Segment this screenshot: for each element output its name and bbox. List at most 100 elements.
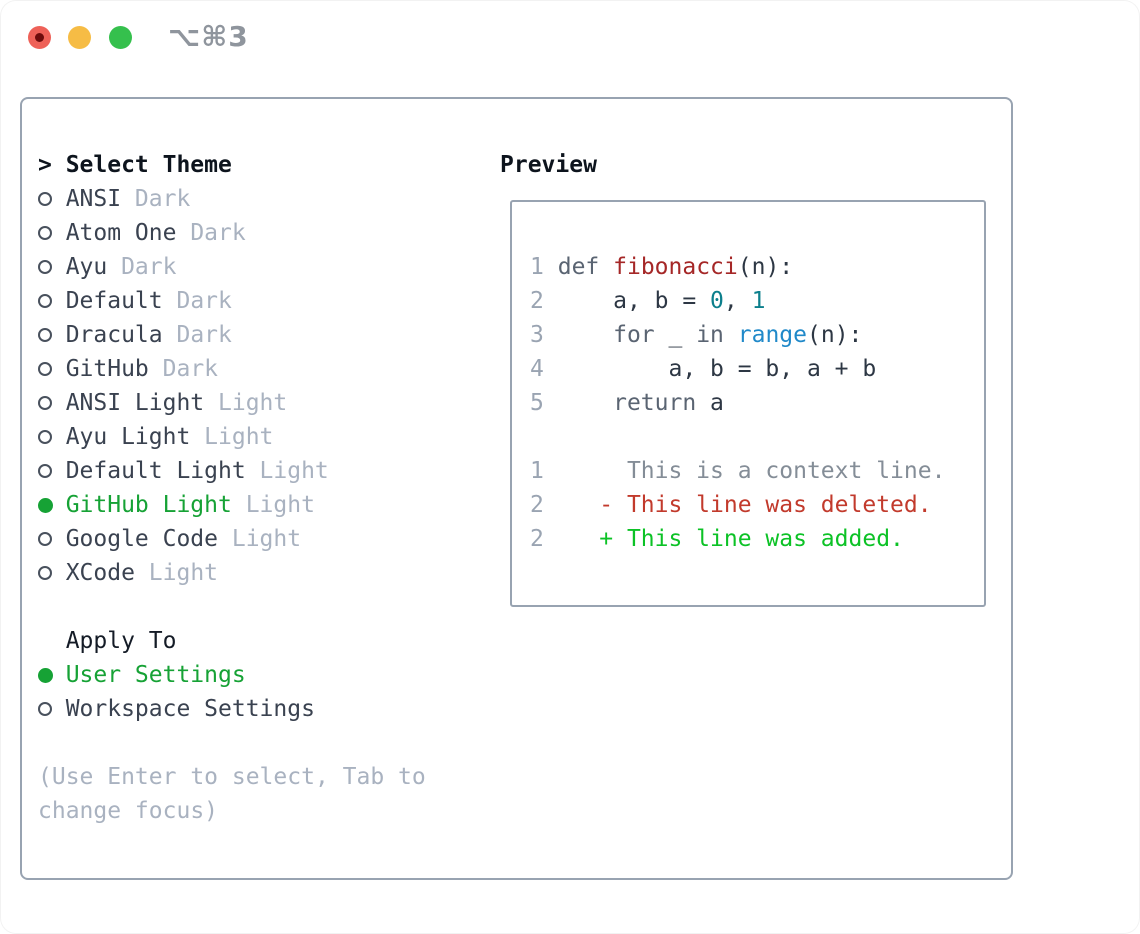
- apply-option-user-settings[interactable]: User Settings: [38, 658, 493, 692]
- radio-marker: [38, 318, 66, 352]
- theme-name: Ayu: [65, 254, 108, 280]
- radio-marker: [38, 182, 66, 216]
- spacer-row: [38, 726, 493, 760]
- theme-name: Google Code: [65, 526, 219, 552]
- line-number: 5: [530, 390, 544, 416]
- line-number: 4: [530, 356, 544, 382]
- apply-option-label: User Settings: [65, 662, 246, 688]
- radio-marker: [38, 386, 66, 420]
- radio-selected-icon: [38, 667, 53, 683]
- radio-marker: [38, 488, 66, 522]
- radio-icon: [38, 328, 52, 342]
- code-segment: [599, 254, 613, 280]
- code-segment: [544, 322, 613, 348]
- radio-icon: [38, 566, 52, 580]
- radio-marker: [38, 454, 66, 488]
- line-number: 2: [530, 492, 544, 518]
- theme-variant-tag: Light: [259, 458, 329, 484]
- theme-variant-tag: Dark: [176, 288, 232, 314]
- radio-icon: [38, 464, 52, 478]
- close-button[interactable]: [28, 26, 51, 49]
- hint-text: (Use Enter to select, Tab to: [38, 764, 426, 790]
- select-theme-header: >Select Theme: [38, 148, 493, 182]
- line-number: 2: [530, 526, 544, 552]
- theme-name: XCode: [65, 560, 135, 586]
- radio-marker: [38, 692, 66, 726]
- line-number: 1: [530, 254, 544, 280]
- prompt-icon: >: [38, 152, 52, 178]
- theme-variant-tag: Light: [245, 492, 315, 518]
- theme-name: Atom One: [65, 220, 177, 246]
- radio-icon: [38, 260, 52, 274]
- radio-icon: [38, 294, 52, 308]
- radio-selected-icon: [38, 497, 53, 513]
- radio-marker: [38, 250, 66, 284]
- code-line: [530, 420, 984, 454]
- code-segment: a: [696, 390, 724, 416]
- code-line: 5 return a: [530, 386, 984, 420]
- code-segment: 1: [751, 288, 766, 314]
- code-segment: a, b = b, a + b: [543, 356, 877, 382]
- radio-icon: [38, 192, 52, 206]
- code-segment: _: [654, 322, 697, 348]
- empty-marker: [38, 624, 66, 658]
- radio-icon: [38, 226, 52, 240]
- code-segment: for: [613, 322, 655, 348]
- hint-text: change focus): [38, 798, 219, 824]
- code-segment: [724, 322, 738, 348]
- theme-option-github-light[interactable]: GitHub Light Light: [38, 488, 493, 522]
- code-line: 2 a, b = 0, 1: [530, 284, 984, 318]
- theme-variant-tag: Dark: [190, 220, 246, 246]
- code-segment: + This line was added.: [543, 526, 904, 552]
- theme-option-ayu[interactable]: Ayu Dark: [38, 250, 493, 284]
- code-segment: fibonacci: [613, 254, 738, 280]
- theme-name: ANSI Light: [65, 390, 205, 416]
- code-segment: This is a context line.: [543, 458, 946, 484]
- code-line: 1 def fibonacci(n):: [530, 250, 984, 284]
- code-segment: def: [557, 254, 600, 280]
- code-segment: ,: [723, 288, 752, 314]
- theme-name: Dracula: [65, 322, 163, 348]
- code-segment: in: [696, 322, 724, 348]
- code-line: 3 for _ in range(n):: [530, 318, 984, 352]
- apply-option-workspace-settings[interactable]: Workspace Settings: [38, 692, 493, 726]
- code-line: 2 + This line was added.: [530, 522, 984, 556]
- theme-option-xcode[interactable]: XCode Light: [38, 556, 493, 590]
- code-segment: - This line was deleted.: [543, 492, 932, 518]
- theme-name: Default: [65, 288, 163, 314]
- theme-option-atom-one[interactable]: Atom One Dark: [38, 216, 493, 250]
- zoom-button[interactable]: [109, 26, 132, 49]
- window-title: ⌥⌘3: [168, 20, 249, 53]
- radio-icon: [38, 532, 52, 546]
- code-segment: [544, 390, 613, 416]
- radio-icon: [38, 362, 52, 376]
- code-segment: return: [613, 390, 697, 416]
- theme-variant-tag: Light: [231, 526, 302, 552]
- minimize-button[interactable]: [68, 26, 91, 49]
- theme-variant-tag: Light: [148, 560, 219, 586]
- radio-marker: [38, 522, 66, 556]
- theme-variant-tag: Dark: [134, 186, 191, 212]
- radio-marker: [38, 658, 66, 692]
- theme-variant-tag: Dark: [121, 254, 177, 280]
- theme-name: GitHub Light: [65, 492, 232, 518]
- theme-variant-tag: Light: [204, 424, 274, 450]
- line-number: 3: [530, 322, 544, 348]
- radio-marker: [38, 216, 66, 250]
- close-dot-icon: [35, 33, 44, 42]
- radio-marker: [38, 284, 66, 318]
- code-segment: range: [737, 322, 808, 348]
- code-segment: (n):: [807, 322, 863, 348]
- theme-option-default[interactable]: Default Dark: [38, 284, 493, 318]
- radio-icon: [38, 430, 52, 444]
- theme-option-google-code[interactable]: Google Code Light: [38, 522, 493, 556]
